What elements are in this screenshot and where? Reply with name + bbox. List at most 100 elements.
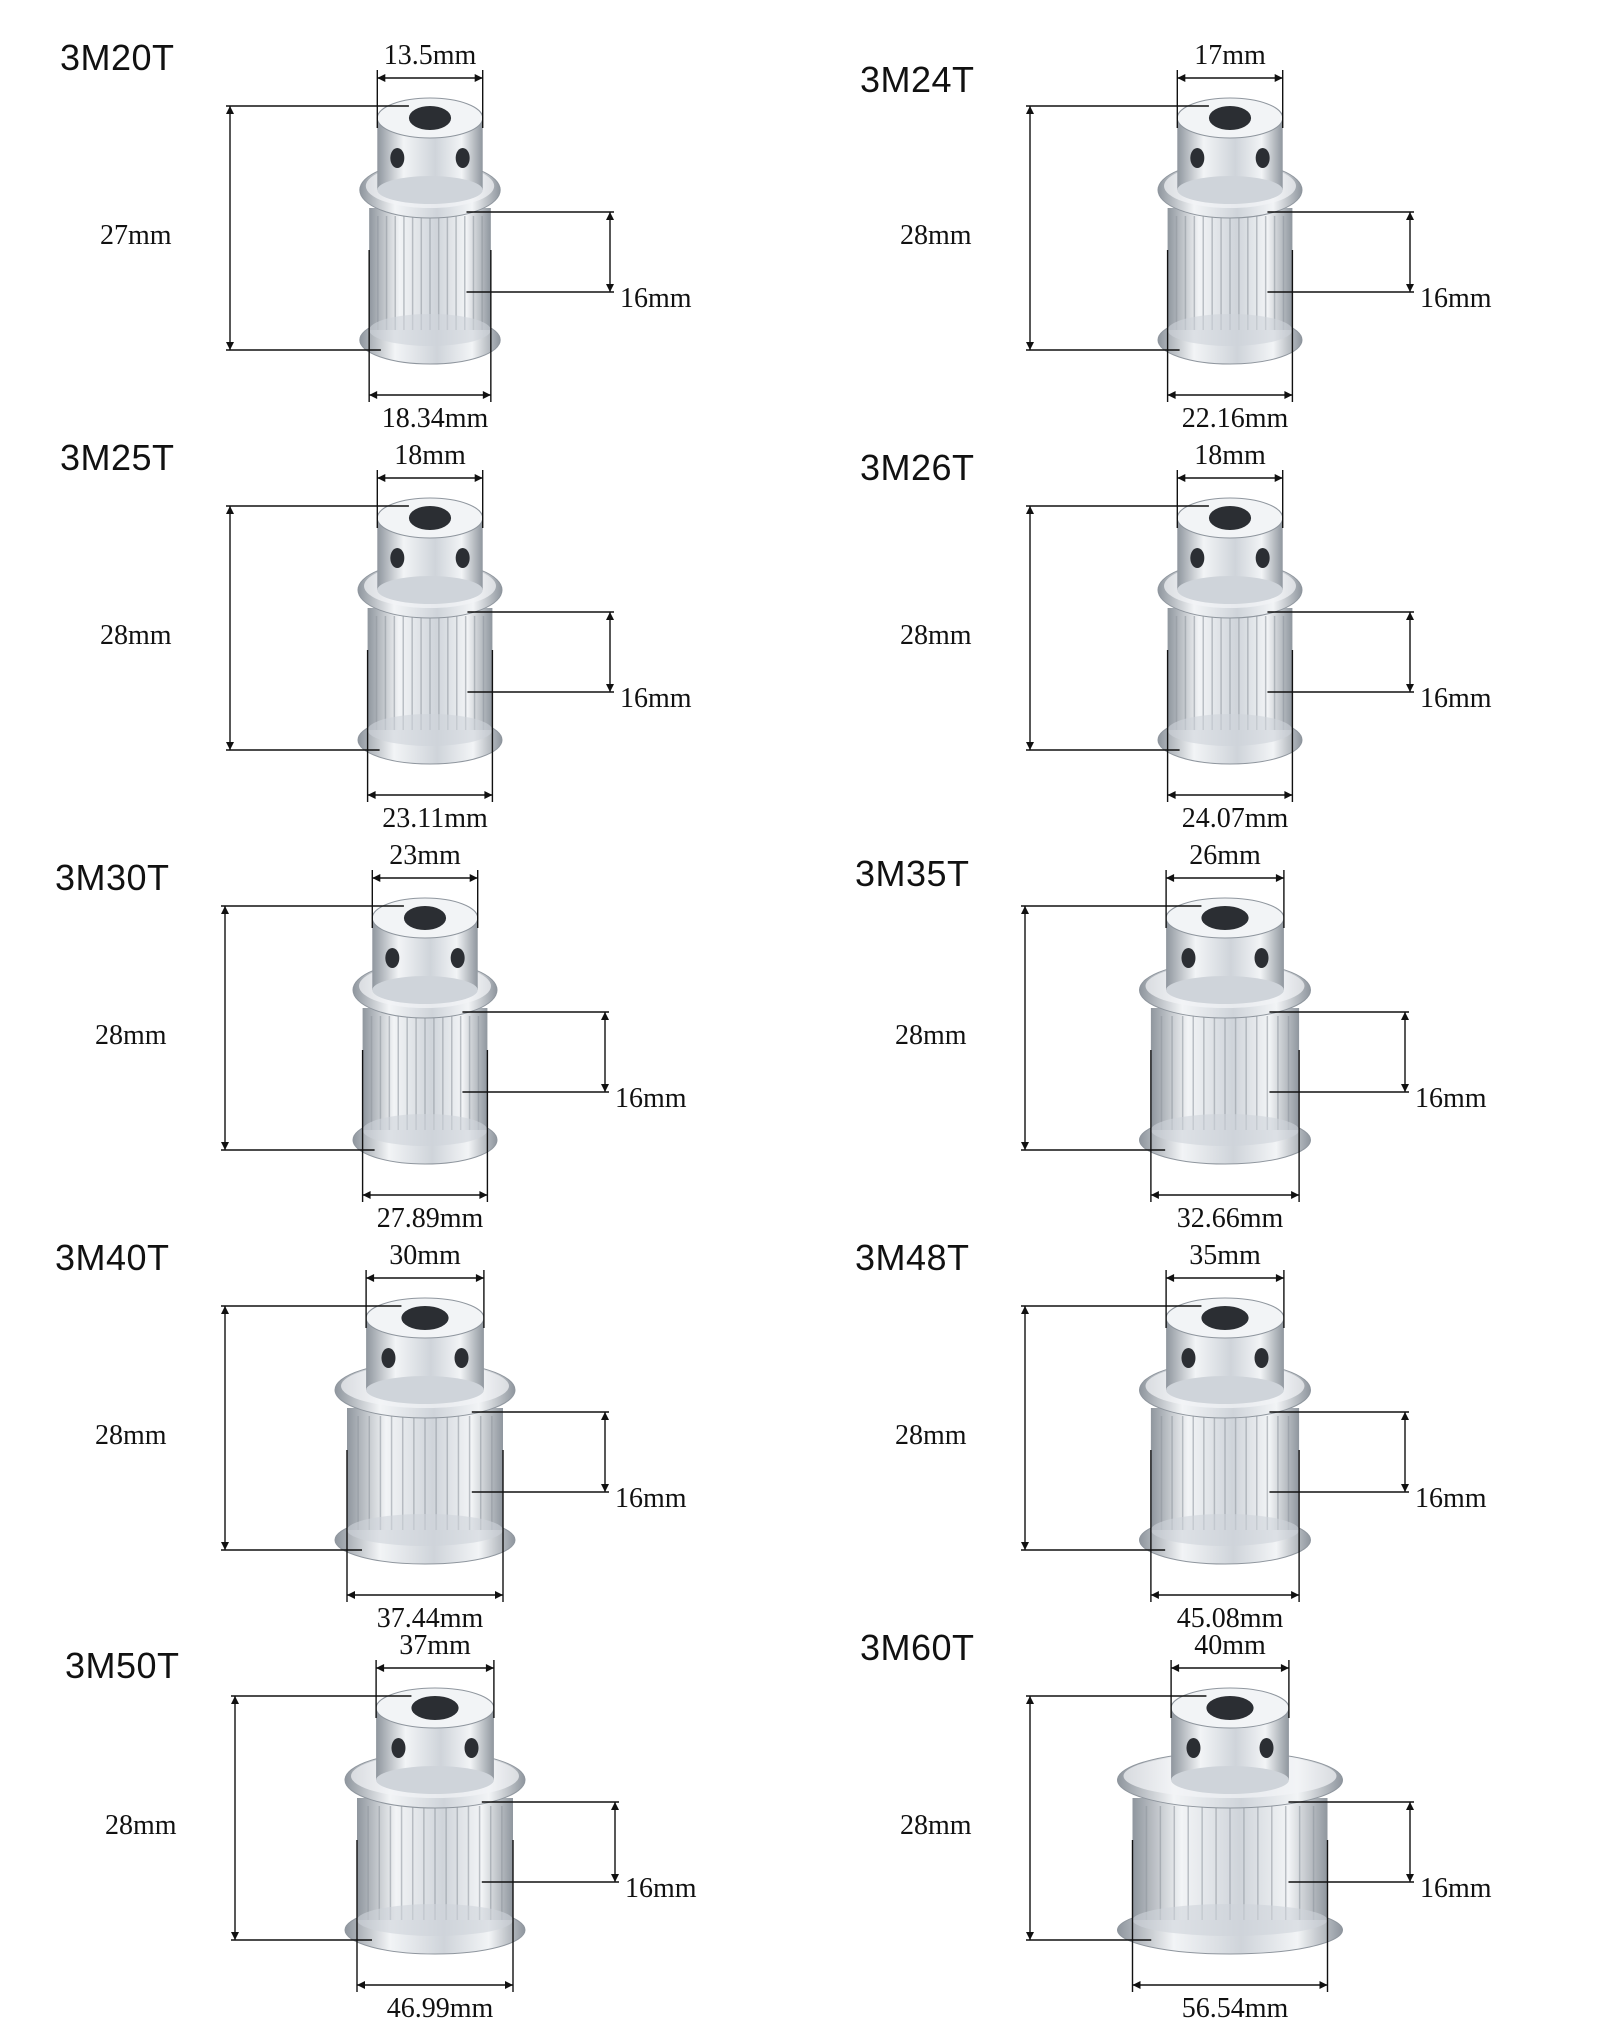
- pulley-model-title: 3M30T: [55, 857, 170, 898]
- pulley-drawing: [1021, 870, 1409, 1202]
- hub-width-label: 30mm: [389, 1240, 461, 1271]
- set-screw-hole: [1255, 548, 1270, 568]
- pulley-drawing: [1026, 470, 1414, 802]
- dimension-arrow: [1401, 1012, 1409, 1020]
- pulley-drawing: [221, 1270, 609, 1602]
- dimension-arrow: [226, 342, 234, 350]
- dimension-arrow: [357, 1981, 365, 1989]
- dimension-arrow: [226, 106, 234, 114]
- hub-width-label: 37mm: [399, 1630, 471, 1661]
- pulley-panel-3m35t: 3M35T 26mm 28mm 16mm 32.66mm: [855, 840, 1600, 1240]
- diameter-label: 27.89mm: [376, 1203, 484, 1234]
- dimension-arrow: [1275, 1274, 1284, 1282]
- diameter-label: 56.54mm: [1181, 1993, 1289, 2024]
- bore-hole: [1208, 106, 1252, 130]
- belt-width-label: 16mm: [1420, 1873, 1492, 1904]
- dimension-arrow: [1021, 1306, 1029, 1314]
- pulley-panel-3m24t: 3M24T 17mm 28mm 16mm 22.16mm: [860, 40, 1600, 440]
- bore-hole: [403, 906, 447, 930]
- dimension-arrow: [221, 1542, 229, 1550]
- dimension-arrow: [505, 1981, 513, 1989]
- dimension-arrow: [1406, 284, 1414, 292]
- dimension-arrow: [1274, 474, 1283, 482]
- dimension-arrow: [221, 906, 229, 914]
- height-label: 28mm: [900, 220, 972, 251]
- hub-base: [1177, 176, 1283, 204]
- pulley-panel-3m50t: 3M50T 37mm 28mm 16mm 46.99mm: [65, 1630, 845, 2030]
- height-label: 28mm: [900, 1810, 972, 1841]
- dimension-arrow: [469, 874, 478, 882]
- dimension-arrow: [1021, 1142, 1029, 1150]
- dimension-arrow: [601, 1012, 609, 1020]
- bore-hole: [408, 106, 452, 130]
- dimension-arrow: [611, 1874, 619, 1882]
- pulley-panel-3m48t: 3M48T 35mm 28mm 16mm 45.08mm: [855, 1240, 1600, 1640]
- pulley-panel-3m40t: 3M40T 30mm 28mm 16mm 37.44mm: [55, 1240, 835, 1640]
- diameter-label: 46.99mm: [386, 1993, 494, 2024]
- belt-width-label: 16mm: [625, 1873, 697, 1904]
- height-label: 27mm: [100, 220, 172, 251]
- dimension-arrow: [475, 1274, 484, 1282]
- dimension-arrow: [1401, 1412, 1409, 1420]
- set-screw-hole: [455, 548, 470, 568]
- hub-base: [376, 1766, 494, 1794]
- height-label: 28mm: [100, 620, 172, 651]
- dimension-arrow: [221, 1142, 229, 1150]
- set-screw-hole: [454, 1348, 469, 1368]
- dimension-arrow: [495, 1591, 503, 1599]
- dimension-arrow: [376, 1664, 385, 1672]
- dimension-arrow: [366, 1274, 375, 1282]
- set-screw-hole: [385, 948, 400, 968]
- hub-base: [1166, 1376, 1284, 1404]
- dimension-arrow: [367, 791, 376, 799]
- diameter-label: 23.11mm: [382, 803, 488, 834]
- dimension-arrow: [606, 284, 614, 292]
- dimension-arrow: [1021, 1542, 1029, 1550]
- set-screw-hole: [390, 148, 405, 168]
- dimension-arrow: [606, 684, 614, 692]
- hub-width-label: 35mm: [1189, 1240, 1261, 1271]
- belt-width-label: 16mm: [615, 1083, 687, 1114]
- diameter-label: 45.08mm: [1176, 1603, 1284, 1634]
- teeth-bottom-edge: [1167, 314, 1293, 346]
- dimension-arrow: [372, 874, 381, 882]
- hub-width-label: 17mm: [1194, 40, 1266, 71]
- dimension-arrow: [601, 1084, 609, 1092]
- set-screw-hole: [1190, 148, 1205, 168]
- pulley-drawing: [1021, 1270, 1409, 1602]
- height-label: 28mm: [105, 1810, 177, 1841]
- bore-hole: [1206, 1696, 1254, 1720]
- dimension-arrow: [601, 1412, 609, 1420]
- dimension-arrow: [1291, 1191, 1300, 1199]
- hub-width-label: 23mm: [389, 840, 461, 871]
- belt-width-label: 16mm: [620, 683, 692, 714]
- belt-width-label: 16mm: [1420, 283, 1492, 314]
- dimension-arrow: [369, 391, 378, 399]
- teeth-bottom-edge: [1132, 1904, 1328, 1936]
- pulley-panel-3m25t: 3M25T 18mm 28mm 16mm 23.11mm: [60, 440, 840, 840]
- dimension-arrow: [1026, 1932, 1034, 1940]
- dimension-arrow: [1150, 1191, 1159, 1199]
- hub-width-label: 18mm: [394, 440, 466, 471]
- pulley-drawing: [1026, 70, 1414, 402]
- hub-width-label: 26mm: [1189, 840, 1261, 871]
- pulley-model-title: 3M50T: [65, 1645, 180, 1686]
- dimension-arrow: [474, 474, 483, 482]
- dimension-arrow: [1177, 474, 1186, 482]
- teeth-bottom-edge: [357, 1904, 513, 1936]
- pulley-model-title: 3M60T: [860, 1627, 975, 1668]
- dimension-arrow: [1166, 874, 1175, 882]
- pulley-model-title: 3M48T: [855, 1237, 970, 1278]
- dimension-arrow: [1026, 106, 1034, 114]
- dimension-arrow: [479, 1191, 488, 1199]
- teeth-bottom-edge: [1150, 1514, 1300, 1546]
- pulley-panel-3m30t: 3M30T 23mm 28mm 16mm 27.89mm: [55, 840, 835, 1240]
- height-label: 28mm: [895, 1020, 967, 1051]
- set-screw-hole: [455, 148, 470, 168]
- set-screw-hole: [381, 1348, 396, 1368]
- bore-hole: [411, 1696, 459, 1720]
- height-label: 28mm: [900, 620, 972, 651]
- dimension-arrow: [1167, 391, 1176, 399]
- belt-width-label: 16mm: [1415, 1483, 1487, 1514]
